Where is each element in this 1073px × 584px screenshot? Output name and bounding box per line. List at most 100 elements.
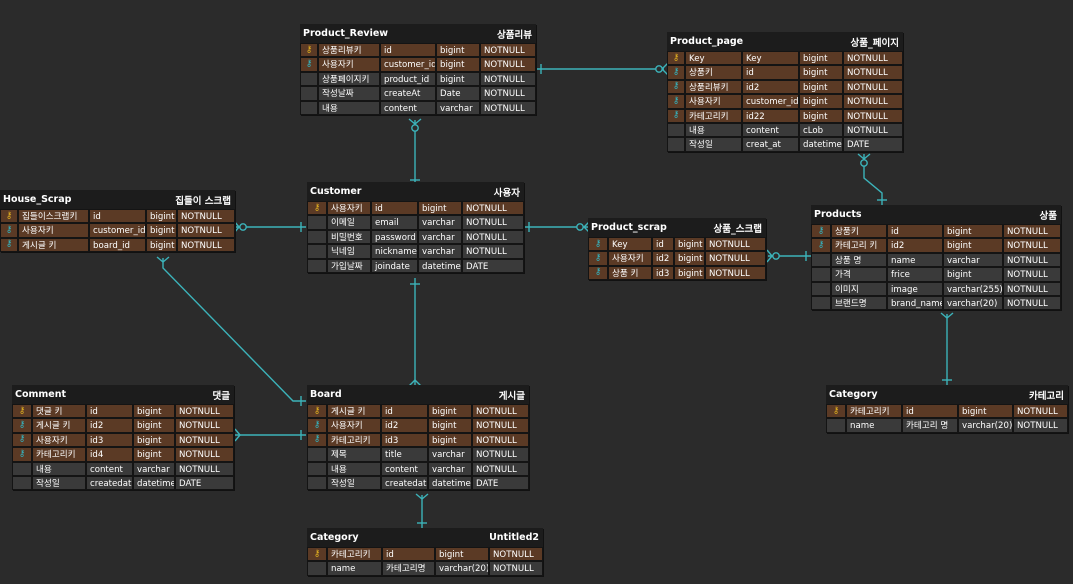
attribute-null: NOTNULL — [472, 432, 529, 448]
attribute-null: NOTNULL — [462, 215, 524, 230]
entity-title: Comment — [15, 389, 67, 400]
attribute-type: bigint — [428, 404, 472, 419]
foreign-key-icon: ⚷ — [672, 67, 680, 78]
attribute-physical: image — [887, 281, 943, 296]
attribute-type: bigint — [436, 71, 480, 87]
attribute-type: varchar — [428, 461, 472, 476]
attribute-type: cLob — [799, 122, 843, 138]
attribute-logical: 사용자키 — [32, 432, 86, 448]
key-cell — [667, 137, 685, 152]
attribute-physical: id — [380, 43, 436, 58]
key-cell — [307, 447, 327, 462]
key-cell: ⚷ — [0, 237, 18, 253]
attribute-physical: id2 — [887, 238, 943, 253]
attribute-type: datetime — [133, 475, 175, 491]
entity-title: Customer — [310, 186, 362, 197]
key-cell — [12, 475, 32, 491]
attribute-type: bigint — [958, 404, 1013, 419]
entity-title: Product_scrap — [591, 222, 667, 233]
foreign-key-icon: ⚷ — [672, 95, 680, 106]
key-cell: ⚷ — [0, 209, 18, 224]
attribute-physical: id2 — [86, 418, 133, 433]
key-cell: ⚷ — [811, 238, 831, 253]
attribute-physical: 카테고리명 — [382, 561, 435, 576]
attribute-type: bigint — [943, 238, 1003, 253]
attribute-logical: 사용자키 — [685, 94, 742, 109]
attribute-logical: 카테고리키 — [327, 432, 381, 448]
entity-alias: 카테고리 — [1029, 390, 1064, 402]
attribute-physical: customer_id — [380, 57, 436, 72]
attribute-logical: 카테고리키 — [327, 547, 382, 562]
attribute-logical: 집들이스크랩키 — [18, 209, 89, 224]
attribute-type: bigint — [428, 432, 472, 448]
attribute-type: bigint — [674, 251, 705, 266]
attribute-null: NOTNULL — [480, 57, 536, 72]
